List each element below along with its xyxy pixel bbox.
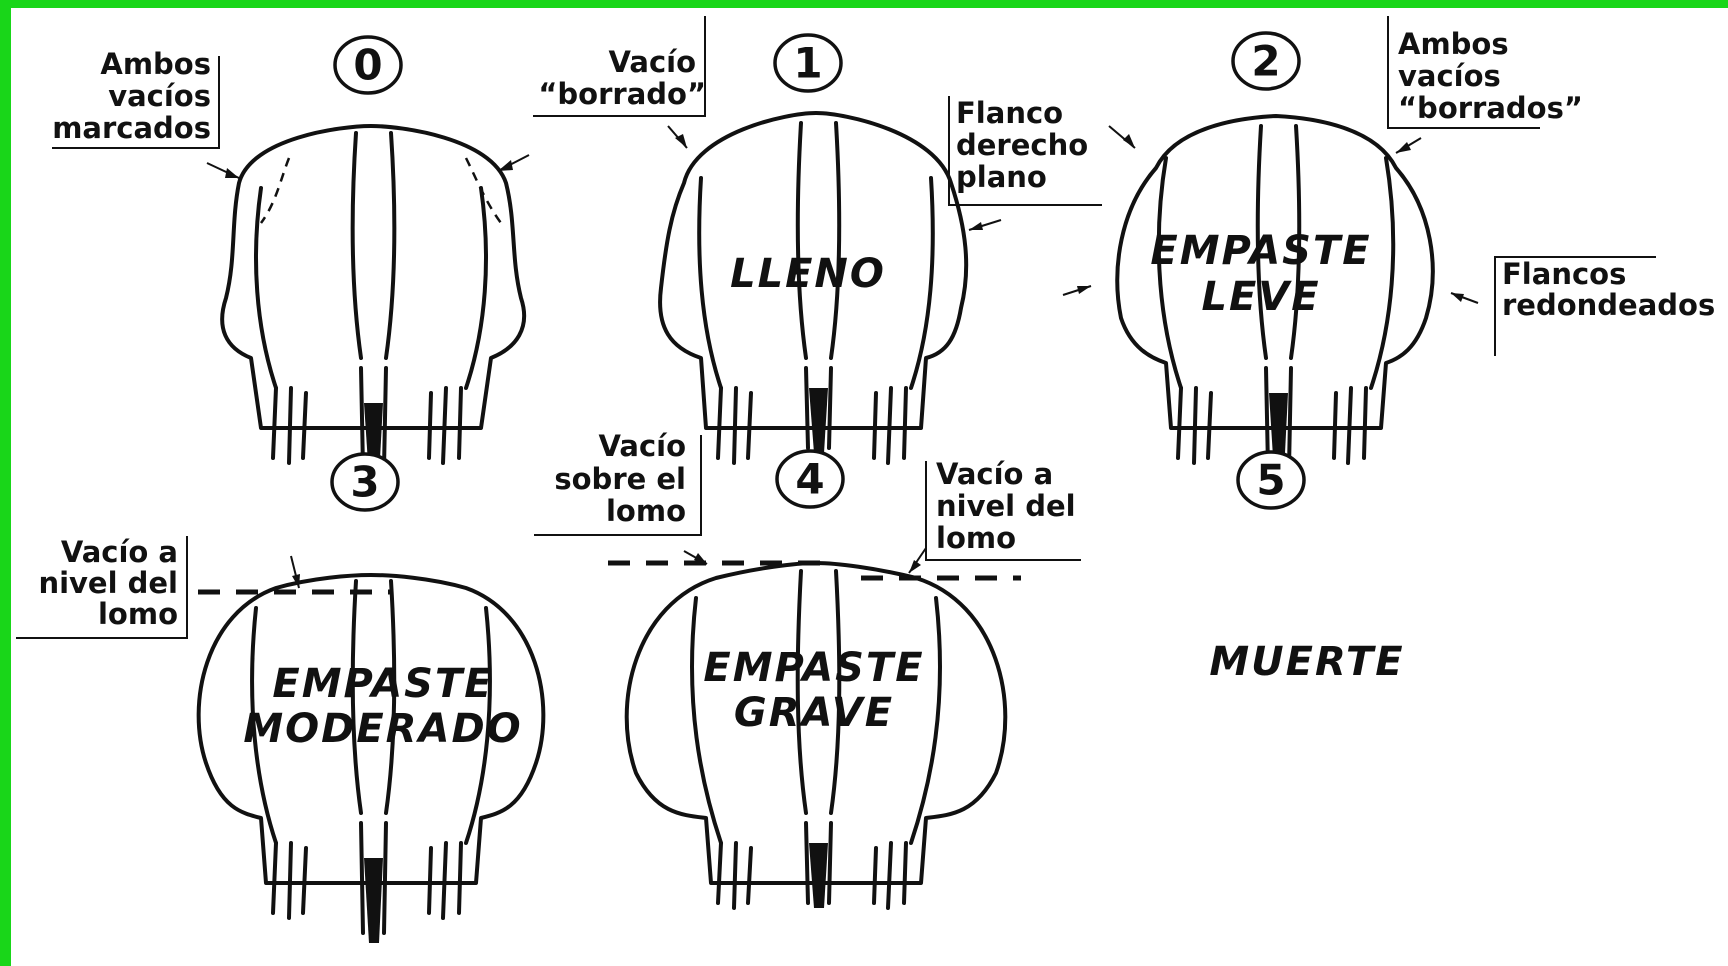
annotation-s1-left: Vacío “borrado” [533, 16, 706, 148]
stage-number-0: 0 [335, 37, 401, 93]
state-label-empaste-grave-2: GRAVE [734, 690, 894, 736]
svg-text:vacíos: vacíos [108, 79, 211, 113]
state-label-empaste-leve-1: EMPASTE [1150, 228, 1371, 274]
svg-text:Flanco: Flanco [956, 96, 1063, 130]
svg-text:5: 5 [1256, 456, 1285, 505]
cow-stage-0 [222, 126, 524, 478]
svg-text:vacíos: vacíos [1398, 59, 1501, 93]
annotation-s4-right: Vacío a nivel del lomo [861, 457, 1081, 578]
stage-number-2: 2 [1233, 33, 1299, 89]
svg-text:Vacío a: Vacío a [61, 535, 178, 569]
cow-stage-3 [199, 575, 544, 943]
state-label-empaste-leve-2: LEVE [1201, 274, 1320, 320]
stage-number-1: 1 [775, 35, 841, 91]
state-label-muerte: MUERTE [1209, 639, 1404, 685]
annotation-s2-right: Flancos redondeados [1451, 257, 1715, 356]
svg-text:Ambos: Ambos [1398, 27, 1509, 61]
diagram-panel: 0 1 2 3 4 5 LLENO EMPASTE LEVE EMPASTE M… [11, 8, 1728, 966]
bloat-scoring-diagram: 0 1 2 3 4 5 LLENO EMPASTE LEVE EMPASTE M… [11, 8, 1728, 966]
svg-text:nivel del: nivel del [38, 566, 178, 600]
svg-text:marcados: marcados [52, 111, 211, 145]
svg-text:1: 1 [793, 39, 822, 88]
svg-text:lomo: lomo [936, 521, 1016, 555]
annotation-s3-left: Vacío a nivel del lomo [16, 535, 391, 638]
stage-number-5: 5 [1238, 452, 1304, 508]
svg-text:lomo: lomo [606, 494, 686, 528]
svg-text:Vacío: Vacío [609, 45, 696, 79]
svg-text:redondeados: redondeados [1502, 288, 1715, 322]
svg-text:2: 2 [1251, 37, 1280, 86]
svg-text:Ambos: Ambos [100, 47, 211, 81]
svg-text:0: 0 [353, 41, 382, 90]
svg-text:Vacío: Vacío [599, 429, 686, 463]
annotation-s1-right: Flanco derecho plano [949, 96, 1102, 230]
svg-text:4: 4 [795, 455, 824, 504]
svg-text:sobre el: sobre el [554, 462, 686, 496]
svg-text:Flancos: Flancos [1502, 257, 1626, 291]
stage-number-3: 3 [332, 454, 398, 510]
svg-text:“borrados”: “borrados” [1398, 91, 1583, 125]
state-label-empaste-moderado-2: MODERADO [243, 706, 522, 752]
svg-text:derecho: derecho [956, 128, 1088, 162]
annotation-s0-flanks: Ambos vacíos marcados [52, 47, 529, 178]
svg-text:nivel del: nivel del [936, 489, 1076, 523]
svg-text:plano: plano [956, 160, 1047, 194]
svg-text:3: 3 [350, 458, 379, 507]
state-label-lleno: LLENO [730, 251, 886, 297]
state-label-empaste-grave-1: EMPASTE [703, 645, 924, 691]
svg-text:lomo: lomo [98, 597, 178, 631]
state-label-empaste-moderado-1: EMPASTE [272, 661, 493, 707]
stage-number-4: 4 [777, 451, 843, 507]
svg-text:Vacío a: Vacío a [936, 457, 1053, 491]
svg-text:“borrado”: “borrado” [538, 77, 706, 111]
